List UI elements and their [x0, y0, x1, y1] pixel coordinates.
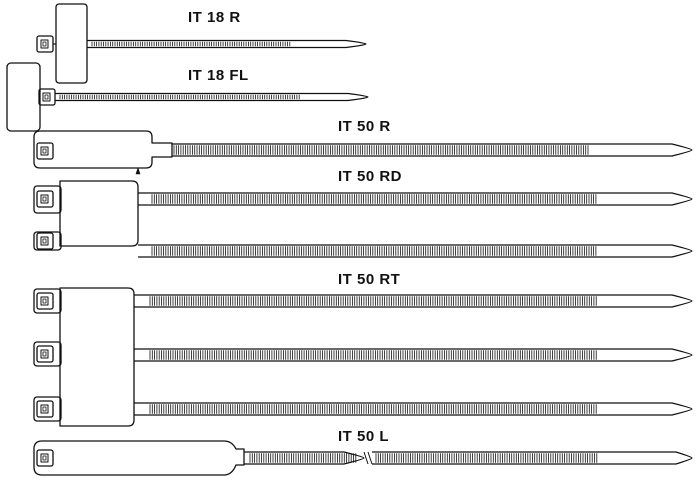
- it50rd-strap-2: [138, 244, 693, 258]
- it50l-strap-part-1-serrations: [249, 453, 357, 463]
- it50rt-strap-1: [134, 294, 693, 308]
- it50rd-head-frame-2: [33, 231, 62, 251]
- it50rt-lock-head-3-pawl: [42, 406, 47, 412]
- it18r-lock-head-pawl: [42, 41, 47, 47]
- it50rt-strap-2: [134, 348, 693, 362]
- it18fl-lock-head-slot: [42, 92, 51, 102]
- it50r-marker-arrow: [135, 167, 141, 175]
- it18r-strap: [87, 39, 367, 49]
- it50rt-head-frame-1: [33, 288, 62, 314]
- it50r-lock-head-pawl: [42, 148, 47, 154]
- it18fl-strap: [55, 92, 369, 102]
- it50rd-lock-head-2-slot: [40, 236, 49, 246]
- it50rt-head-frame-2: [33, 341, 62, 367]
- it50rt-label-plate: [59, 287, 135, 427]
- it50rd-head-frame-1: [33, 185, 62, 214]
- it50rt-strap-2-serrations: [149, 350, 597, 360]
- it50r-strap-serrations: [173, 145, 589, 155]
- it18r-strap-serrations: [91, 41, 291, 47]
- it50rt-lock-head-2-pawl: [42, 351, 47, 357]
- it50l-lock-head: [36, 449, 54, 467]
- it50l-strap-part-2-serrations: [375, 453, 598, 463]
- it50rt-lock-head-1-slot: [40, 296, 49, 306]
- it50r-lock-head: [36, 142, 54, 160]
- it50rt-lock-head-3: [36, 400, 54, 418]
- it18fl-strap-serrations: [59, 94, 300, 100]
- it50r-label-plate: [33, 130, 173, 169]
- it18r-lock-head: [36, 35, 54, 53]
- it50rt-lock-head-3-slot: [40, 404, 49, 414]
- it50rt-lock-head-1-pawl: [42, 298, 47, 304]
- it50rd-lock-head-1-pawl: [42, 196, 47, 202]
- it18fl-lock-head: [38, 88, 56, 106]
- it50rt-head-frame-3: [33, 396, 62, 422]
- it50rd-label-plate: [59, 180, 139, 247]
- it50l-lock-head-slot: [40, 453, 49, 463]
- it50rd-strap-2-serrations: [151, 246, 597, 256]
- it50r-lock-head-slot: [40, 146, 49, 156]
- label-it-18-r: IT 18 R: [188, 9, 241, 26]
- it50l-lock-head-pawl: [42, 455, 47, 461]
- it50rd-lock-head-1-slot: [40, 194, 49, 204]
- label-it-50-rt: IT 50 RT: [338, 271, 401, 288]
- it50r-strap: [172, 143, 693, 157]
- it50rt-strap-1-serrations: [149, 296, 597, 306]
- it50rd-strap-1: [138, 192, 693, 206]
- it18fl-lock-head-pawl: [44, 94, 49, 100]
- it50rt-strap-3-serrations: [149, 404, 597, 414]
- it18r-lock-head-slot: [40, 39, 49, 49]
- it18fl-label-plate: [6, 62, 41, 132]
- it50rd-strap-1-serrations: [151, 194, 597, 204]
- it50l-strap-part-1: [244, 451, 365, 465]
- label-it-50-l: IT 50 L: [338, 428, 390, 445]
- it50rd-lock-head-2: [36, 232, 54, 250]
- it50rt-lock-head-1: [36, 292, 54, 310]
- it50rt-lock-head-2: [36, 345, 54, 363]
- it50rd-lock-head-1: [36, 190, 54, 208]
- it50rd-lock-head-2-pawl: [42, 238, 47, 244]
- it50l-strap-part-2: [372, 451, 693, 465]
- it50rt-strap-3: [134, 402, 693, 416]
- it50l-label-plate: [33, 440, 245, 476]
- label-it-50-r: IT 50 R: [338, 118, 391, 135]
- it50rt-lock-head-2-slot: [40, 349, 49, 359]
- label-it-18-fl: IT 18 FL: [188, 67, 249, 84]
- it50l-break-mark-1: [363, 451, 369, 465]
- it50l-break-mark-2: [367, 451, 373, 465]
- label-it-50-rd: IT 50 RD: [338, 168, 403, 185]
- it18r-label-plate: [55, 3, 88, 84]
